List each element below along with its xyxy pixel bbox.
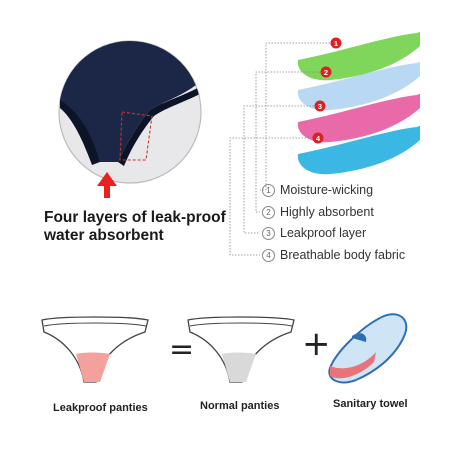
layer-badge-2	[320, 66, 332, 78]
legend-label: Leakproof layer	[280, 226, 367, 240]
equals-symbol: =	[169, 332, 194, 367]
legend-item-4: 4 Breathable body fabric	[262, 248, 405, 262]
legend-number: 4	[262, 249, 275, 262]
layer-sheet-3	[297, 94, 420, 143]
headline-line-2: water absorbent	[44, 227, 164, 244]
layer-sheet-2	[297, 62, 420, 111]
layer-badge-number-4: 4	[316, 134, 321, 143]
leader-line-3	[243, 105, 314, 234]
leakproof-panties-illustration	[41, 316, 149, 383]
layer-sheet-4	[297, 126, 420, 175]
legend-label: Highly absorbent	[280, 205, 374, 219]
layer-badge-number-2: 2	[324, 68, 328, 77]
headline-line-1: Four layers of leak-proof	[44, 209, 226, 226]
legend-label: Breathable body fabric	[280, 248, 406, 262]
legend-number: 2	[262, 206, 275, 219]
caption-normal-panties: Normal panties	[200, 400, 280, 412]
magnified-fabric-view	[58, 40, 202, 198]
layer-highlight-4	[301, 125, 419, 153]
legend-item-3: 3 Leakproof layer	[262, 226, 366, 240]
layer-badge-number-1: 1	[334, 39, 338, 48]
normal-panties-illustration	[187, 316, 295, 383]
leader-line-4	[229, 137, 312, 256]
layer-badge-1	[330, 37, 342, 49]
legend-item-2: 2 Highly absorbent	[262, 205, 374, 219]
layer-badge-3	[314, 100, 326, 112]
legend-label: Moisture-wicking	[280, 183, 374, 197]
caption-leakproof-panties: Leakproof panties	[53, 402, 148, 414]
sanitary-towel-illustration	[328, 313, 408, 384]
plus-symbol: +	[302, 324, 331, 364]
comparison-row: = +	[41, 313, 408, 384]
layer-badge-number-3: 3	[318, 102, 322, 111]
headline: Four layers of leak-proof water absorben…	[44, 209, 226, 245]
legend-number: 1	[262, 184, 275, 197]
layer-highlight-1	[301, 31, 419, 59]
up-arrow-icon	[97, 172, 117, 186]
caption-sanitary-towel: Sanitary towel	[333, 398, 408, 410]
layer-highlight-3	[301, 93, 419, 121]
layer-stack: 1 2 3 4	[229, 31, 420, 256]
layer-badge-4	[312, 132, 324, 144]
legend-item-1: 1 Moisture-wicking	[262, 183, 373, 197]
legend-number: 3	[262, 227, 275, 240]
